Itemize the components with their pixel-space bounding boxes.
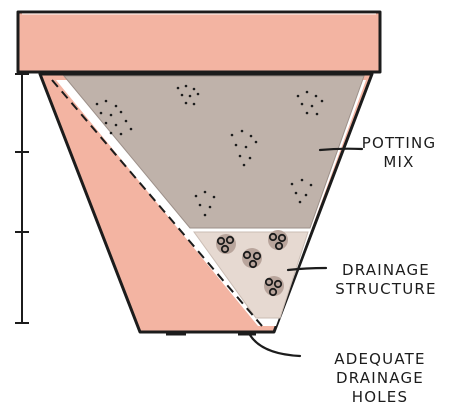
potting-mix-fill bbox=[62, 75, 365, 229]
label-drainage-holes: ADEQUATE DRAINAGE HOLES bbox=[305, 350, 455, 407]
leader-line-drainage-holes bbox=[248, 333, 302, 358]
label-drainage-structure-line-2: STRUCTURE bbox=[335, 280, 437, 298]
inner-wall-dashed-line bbox=[51, 79, 263, 327]
label-drainage-structure: DRAINAGE STRUCTURE bbox=[320, 261, 452, 299]
label-drainage-holes-line-1: ADEQUATE bbox=[334, 350, 426, 368]
label-potting-mix: POTTING MIX bbox=[360, 134, 438, 172]
leader-line-potting-mix bbox=[318, 147, 364, 152]
pebble-cluster-1 bbox=[216, 234, 236, 254]
height-scale-bar bbox=[15, 73, 29, 324]
label-drainage-holes-line-3: HOLES bbox=[351, 388, 409, 406]
potting-mix-speckles bbox=[95, 84, 324, 217]
drainage-pebbles bbox=[216, 230, 288, 297]
pebble-cluster-3 bbox=[268, 230, 288, 251]
pebble-cluster-2 bbox=[242, 248, 262, 269]
label-potting-mix-line-1: POTTING bbox=[361, 134, 437, 152]
leader-line-drainage-structure bbox=[286, 266, 328, 272]
label-drainage-structure-line-1: DRAINAGE bbox=[342, 261, 430, 279]
label-drainage-holes-line-2: DRAINAGE bbox=[336, 369, 424, 387]
pot-rim bbox=[16, 10, 382, 74]
label-potting-mix-line-2: MIX bbox=[383, 153, 415, 171]
pebble-cluster-4 bbox=[264, 276, 284, 297]
drainage-layer bbox=[193, 231, 309, 319]
